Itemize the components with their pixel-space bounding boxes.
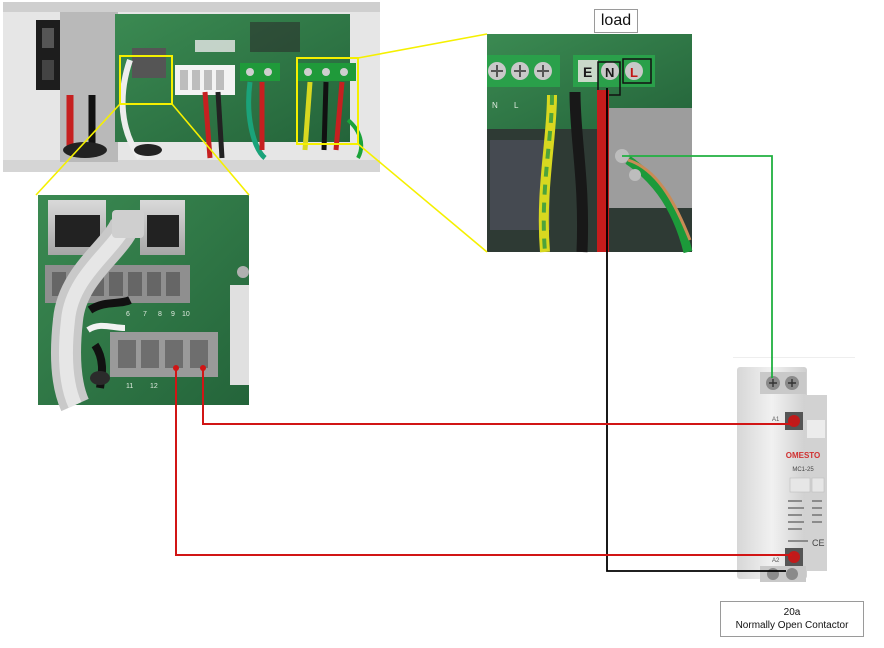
contactor-type: Normally Open Contactor (735, 620, 849, 631)
board-number: 12 (150, 383, 158, 390)
board-number: 8 (158, 311, 162, 318)
terminal-label-live: L (630, 65, 638, 80)
load-terminal-photo: E N L N L (487, 34, 693, 254)
neutral-wire (606, 88, 786, 572)
highlight-box-right (296, 57, 359, 145)
svg-text:L: L (514, 101, 519, 110)
wires (173, 88, 792, 572)
board-number: 7 (143, 311, 147, 318)
board-number: 6 (126, 311, 130, 318)
board-number: 9 (171, 311, 175, 318)
board-number: 10 (182, 311, 190, 318)
pin-label-a2: A2 (772, 558, 780, 564)
highlight-box-left (119, 55, 173, 105)
overview-photo (3, 2, 380, 172)
pin-label-a1: A1 (772, 417, 780, 423)
load-label: load (594, 9, 638, 33)
contactor-caption: 20a Normally Open Contactor (720, 601, 864, 637)
contactor-model: MC1-25 (792, 467, 814, 473)
signal-wire-a1 (202, 370, 792, 425)
contactor-rating: 20a (783, 607, 801, 618)
signal-wire-a2 (175, 370, 792, 556)
terminal-label-neutral: N (605, 65, 614, 80)
terminal-label-earth: E (583, 64, 592, 80)
contactor-image: A1 OMESTO MC1-25 CE A2 (733, 357, 855, 582)
signal-terminal-photo: 6 7 8 9 10 11 12 (38, 195, 249, 412)
contactor-brand: OMESTO (786, 451, 821, 460)
earth-wire (622, 155, 773, 378)
board-number: 11 (126, 383, 133, 390)
callout-lines (35, 33, 488, 253)
svg-text:N: N (492, 101, 498, 110)
svg-text:CE: CE (812, 538, 825, 548)
